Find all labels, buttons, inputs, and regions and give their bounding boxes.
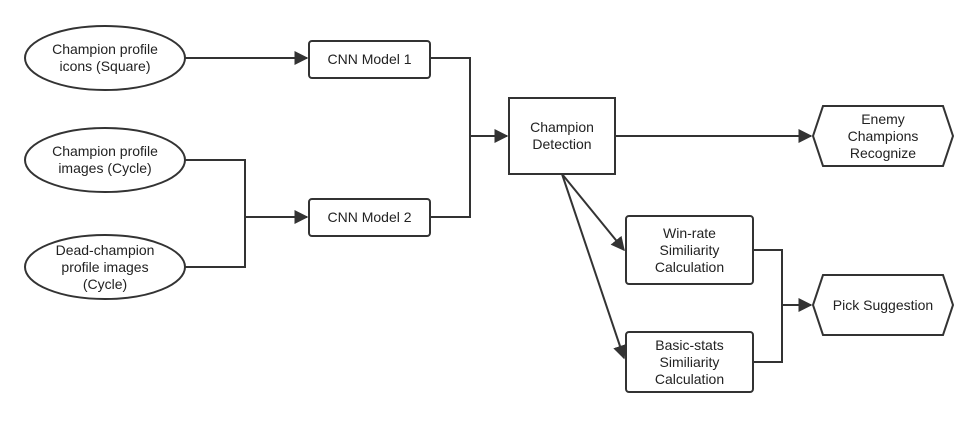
enemy-recognize-label: Enemy Champions Recognize <box>847 110 919 161</box>
pick-suggestion-hexagon <box>811 274 955 336</box>
dead-images-label: Dead-champion profile images (Cycle) <box>55 241 155 292</box>
champion-detection-label: Champion Detection <box>530 119 594 152</box>
edge-detection-to-winrate <box>561 173 625 252</box>
enemy-recognize-hexagon <box>811 105 955 167</box>
basic-stats-label: Basic-stats Similiarity Calculation <box>654 336 725 387</box>
champion-detection-box <box>508 97 616 175</box>
edge-calc-join <box>753 249 783 363</box>
cnn-model-1-box <box>308 40 431 79</box>
win-rate-label: Win-rate Similiarity Calculation <box>654 224 725 275</box>
cnn-model-1-label: CNN Model 1 <box>327 51 412 67</box>
cnn-model-2-label: CNN Model 2 <box>327 209 412 225</box>
images-cycle-label: Champion profile images (Cycle) <box>52 143 158 176</box>
edge-detection-to-basicstats <box>561 173 627 360</box>
pick-suggestion-label: Pick Suggestion <box>832 296 934 313</box>
edge-images-join <box>185 159 246 268</box>
icons-square-label: Champion profile icons (Square) <box>52 41 158 74</box>
edge-cnn1-join <box>430 57 471 218</box>
